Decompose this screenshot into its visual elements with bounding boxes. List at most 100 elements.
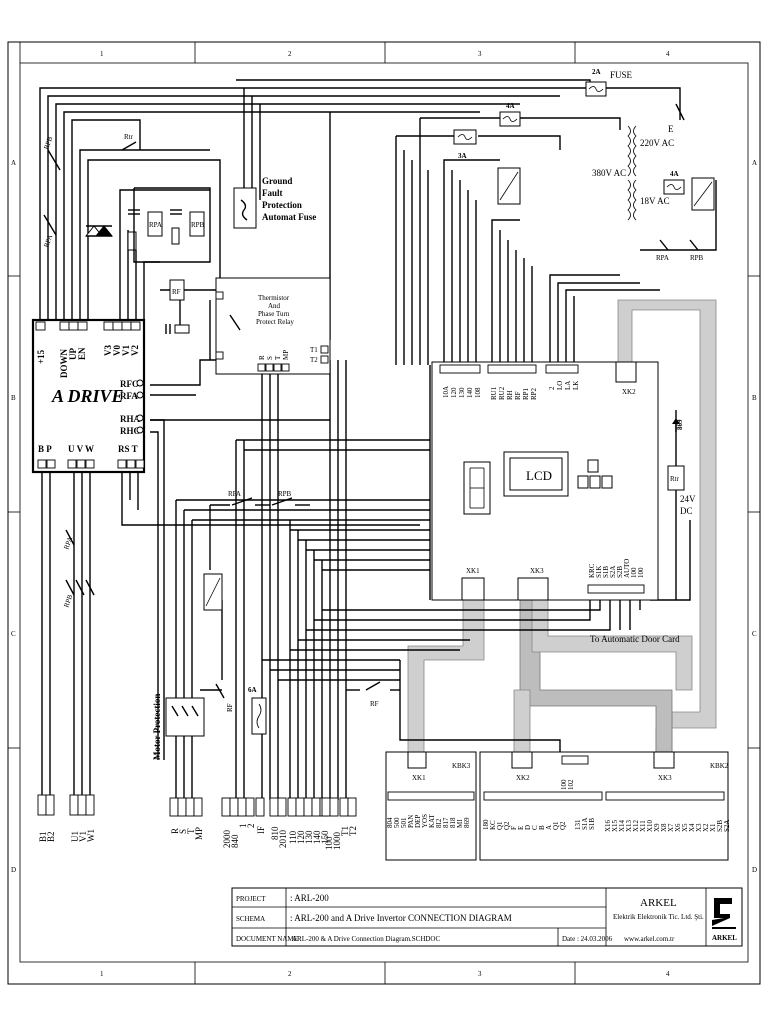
kbk2-mid-9: B	[538, 825, 546, 830]
xk1-label: XK1	[466, 567, 480, 575]
row-label-d-right: D	[752, 866, 757, 874]
term-r: R	[170, 828, 180, 834]
therm-pin-s: S	[266, 356, 274, 360]
term-2: 2	[246, 824, 256, 829]
bb-auto: AUTO	[623, 559, 631, 578]
kbk3-board: XK1 KBK3 804 500 501 PAN DEP YOS KAT 8I2…	[385, 751, 477, 861]
bb-krc: KRC	[588, 563, 596, 578]
v24-label: 24V	[680, 494, 696, 504]
rf-small-label: RF	[226, 703, 234, 712]
drive-pin-v2: V2	[130, 345, 140, 356]
term-130: 130	[304, 830, 314, 844]
kbk2-mid-12: Q2	[559, 821, 567, 830]
bt2-ru2: RU2	[498, 386, 506, 400]
ground-fault-line1: Ground	[262, 176, 292, 186]
drive-right-terminals: RFO RFA RHA RHO	[120, 379, 144, 436]
kbk2-mid-pins: 180 KC Q1 Q2 F E D C B A Q1 Q2 100 102 1…	[482, 779, 596, 830]
dc-label: DC	[680, 506, 693, 516]
kbk-xk1-label: XK1	[412, 774, 426, 782]
fuse-title: FUSE	[610, 70, 633, 80]
term-b1: B1	[38, 831, 48, 842]
company-sub: Elektrik Elektronik Tic. Ltd. Şti.	[613, 913, 704, 921]
kbk2-mid-7: D	[524, 825, 532, 830]
kbk3-pin-1: 804	[386, 817, 394, 828]
col-label-1: 1	[100, 50, 104, 58]
bb-s2a: S2A	[609, 566, 617, 578]
bt2-rp1: RP1	[522, 387, 530, 400]
terminals-group4: 100 1000	[321, 797, 342, 850]
kbk3-pin-4: PAN	[407, 815, 415, 828]
e-label: E	[668, 124, 674, 134]
kbk3-pin-10: 818	[449, 817, 457, 828]
terminals-rst: R S T MP	[169, 797, 204, 840]
rpb-mid-label: RPB	[278, 490, 292, 498]
kbk2-r-11: X6	[674, 823, 682, 832]
drive-pin-plus15: +15	[36, 349, 46, 364]
col-label-3-bottom: 3	[478, 970, 482, 978]
drive-pin-rst: RS T	[118, 444, 138, 454]
bt2-rf: RF	[514, 391, 522, 400]
kbk2-r-4: X13	[625, 819, 633, 832]
v220-label: 220V AC	[640, 138, 674, 148]
thermistor-line3: Phase Turn	[258, 310, 290, 318]
board-bottom-terminals: KRC S1K S1B S2A S2B AUTO 100 100	[587, 559, 645, 594]
kbk2-mid-6: E	[517, 826, 525, 830]
power-supply-section: 2A FUSE 4A 3A 220V AC 380V AC E 4A 18V A…	[453, 68, 717, 262]
kbk2-mid-16: S1A	[581, 818, 589, 830]
row-label-b: B	[11, 394, 16, 402]
schema-label: SCHEMA	[236, 915, 265, 923]
term-150: 150	[320, 830, 330, 844]
docname-value: ARL-200 & A Drive Connection Diagram.SCH…	[292, 935, 440, 943]
n869-label: 869	[676, 419, 684, 430]
kbk2-mid-10: A	[545, 825, 553, 830]
ground-fault-line2: Fault	[262, 188, 283, 198]
drive-pin-v3: V3	[103, 345, 113, 356]
terminals-b: B1 B2	[37, 794, 56, 842]
drive-pin-rho: RHO	[120, 426, 141, 436]
kbk3-pin-2: 500	[393, 817, 401, 828]
rtr-right-label: Rtr	[670, 475, 680, 483]
term-if: IF	[256, 826, 266, 834]
term-120: 120	[296, 830, 306, 844]
kbk2-mid-13: 100	[560, 779, 568, 790]
bottom-terminal-strips: B1 B2 U1 V1 W1 R S T MP 2000 840	[37, 794, 358, 850]
row-label-d: D	[11, 866, 16, 874]
fuse-3a-label: 3A	[458, 152, 467, 160]
motor-protection-label: Motor Protection	[152, 694, 162, 760]
title-block: PROJECT : ARL-200 SCHEMA : ARL-200 and A…	[231, 887, 743, 947]
kbk2-mid-5: F	[510, 826, 518, 830]
rpa-vert-label: RPA	[62, 536, 74, 551]
thermistor-line1: Thermistor	[258, 294, 290, 302]
rpa-box-label: RPA	[149, 221, 162, 229]
kbk3-pin-12: 869	[463, 817, 471, 828]
drive-pin-rfo: RFO	[120, 379, 139, 389]
row-label-b-right: B	[752, 394, 757, 402]
col-label-2-bottom: 2	[288, 970, 292, 978]
bt1-140: 140	[466, 387, 474, 398]
ground-fault-line3: Protection	[262, 200, 302, 210]
col-label-1-bottom: 1	[100, 970, 104, 978]
bb-100b: 100	[637, 567, 645, 578]
term-2010: 2010	[278, 830, 288, 849]
kbk2-mid-3: Q1	[496, 821, 504, 830]
drive-pin-v0: V0	[112, 345, 122, 356]
project-value: : ARL-200	[290, 893, 329, 903]
kbk2-r-3: X14	[618, 819, 626, 832]
term-840: 840	[230, 834, 240, 848]
board-terminal-group-2: RU1 RU2 RH RF RP1 RP2	[487, 364, 538, 400]
thermistor-line4: Protect Relay	[256, 318, 294, 326]
kbk2-mid-11: Q1	[552, 821, 560, 830]
term-110: 110	[288, 830, 298, 844]
keypad-buttons	[577, 459, 613, 489]
controller-board: 10A 120 130 140 108 RU1 RU2 RH RF RP1 RP…	[431, 361, 696, 644]
docname-label: DOCUMENT NAME :	[236, 935, 302, 943]
kbk2-r-17: S2B	[716, 820, 724, 832]
kbk2-r-9: X8	[660, 823, 668, 832]
a-drive-title: A DRIVE	[51, 386, 124, 406]
kbk2-r-15: X2	[702, 823, 710, 832]
therm-pin-mp: MP	[282, 350, 290, 360]
terminals-group5: T1 T2	[339, 797, 358, 836]
ribbon-cables	[407, 299, 717, 753]
drive-pin-uvw: U V W	[68, 444, 94, 454]
kbk2-r-12: X5	[681, 823, 689, 832]
